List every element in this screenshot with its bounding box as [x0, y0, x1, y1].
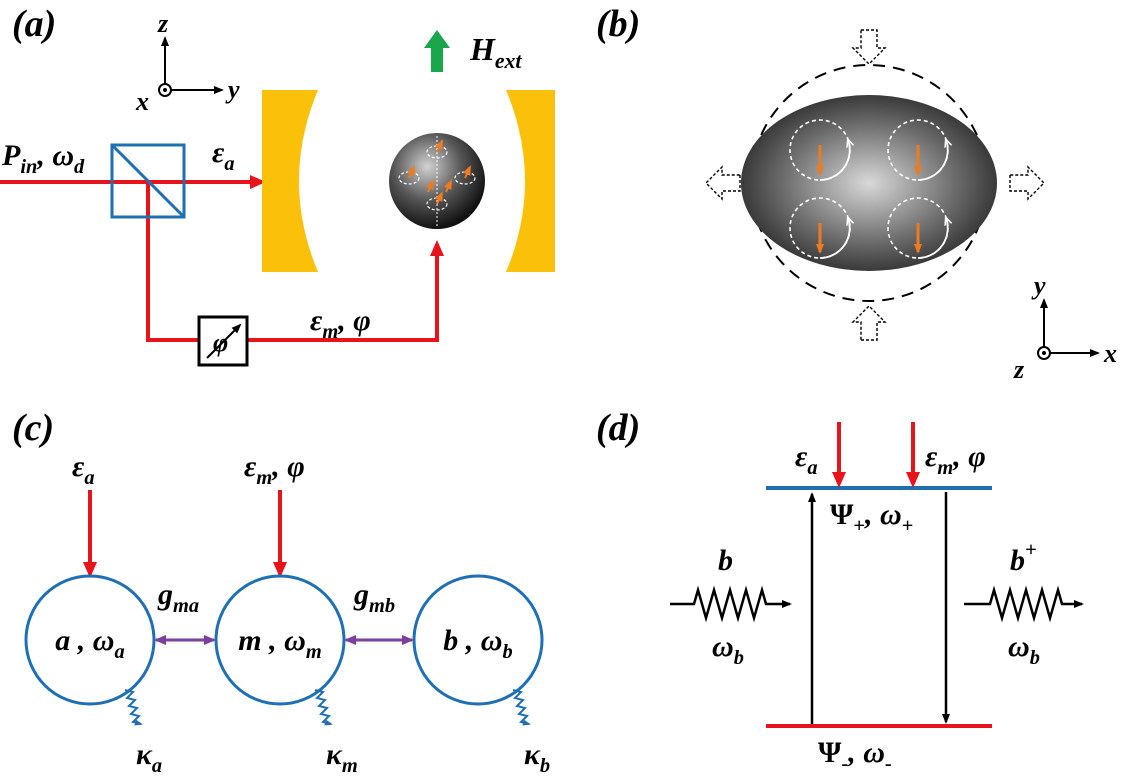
coupling-ma-label: gma	[157, 578, 199, 617]
axis-x-label: x	[135, 87, 149, 116]
panel-b: (b)	[596, 3, 1117, 384]
cavity-drive-label: εa	[212, 136, 235, 175]
spin-arrow-top	[435, 139, 443, 153]
c-drive-a-label: εa	[72, 450, 95, 489]
strain-arrows	[705, 29, 1045, 341]
outgoing-phonon-freq: ωb	[1008, 630, 1040, 669]
incoming-phonon-label: b	[718, 544, 733, 577]
magnon-direction-top-right	[917, 140, 948, 181]
input-power-label: Pin, ωd	[1, 139, 85, 178]
decay-a-icon	[124, 689, 143, 726]
yig-spin-arrows	[407, 139, 471, 205]
field-label: Hext	[469, 31, 522, 73]
lower-level-label: Ψ-, ω-	[818, 736, 892, 775]
stretch-left-arrow-icon	[705, 165, 741, 201]
decay-wiggles	[124, 689, 531, 726]
coupling-mb-label: gmb	[353, 578, 395, 617]
magnon-loops	[789, 119, 948, 259]
decay-a-label: κa	[136, 738, 162, 777]
axes-a: z y x	[135, 9, 240, 116]
spin-arrow-bottom	[435, 191, 443, 205]
axes-b: y x z	[1013, 271, 1117, 384]
incoming-phonon-freq: ωb	[712, 630, 744, 669]
spin-arrow-left	[407, 165, 415, 179]
spin-arrow-center-left	[426, 179, 434, 193]
phonon-springs	[670, 585, 1084, 623]
panel-d: (d) εa εm, φ Ψ+, ω+ Ψ-, ω- b ωb b+ ωb	[596, 407, 1084, 775]
upper-level-label: Ψ+, ω+	[830, 498, 913, 537]
b-axis-y-label: y	[1031, 271, 1046, 300]
decay-b-icon	[512, 689, 531, 726]
outgoing-phonon-label: b+	[1010, 539, 1037, 577]
phase-shifter: φ	[197, 315, 249, 367]
compress-bottom-arrow-icon	[851, 305, 887, 341]
c-drive-m-label: εm, φ	[244, 450, 305, 489]
beam-splitter-box	[110, 143, 186, 219]
axis-y-label: y	[225, 75, 240, 104]
x-axis-dot	[163, 88, 167, 92]
spin-arrow-right	[463, 165, 471, 179]
mode-b-circle	[412, 574, 544, 706]
phase-shifter-arrow	[206, 323, 242, 359]
mode-m-label: m , ωm	[238, 624, 321, 663]
beam-splitter-diagonal	[110, 143, 186, 219]
magnon-spin-arrows	[816, 145, 922, 254]
spin-arrow-center-right	[444, 179, 452, 193]
panel-d-tag: (d)	[596, 407, 640, 449]
left-mirror	[262, 90, 318, 272]
decay-m-label: κm	[326, 738, 358, 777]
axis-z-label: z	[157, 9, 169, 38]
magnon-loop-directions	[819, 140, 948, 259]
incoming-phonon-icon	[670, 585, 792, 623]
panel-b-tag: (b)	[596, 3, 640, 45]
magnon-direction-bottom-right	[917, 218, 948, 259]
beam-splitter	[110, 143, 186, 219]
mode-a-label: a , ωa	[55, 624, 124, 663]
stretch-right-arrow-icon	[1009, 165, 1045, 201]
panel-c-tag: (c)	[12, 407, 54, 449]
magnon-drive-label: εm, φ	[310, 304, 371, 343]
magnon-direction-top-left	[819, 140, 850, 181]
b-axis-z-label: z	[1013, 355, 1025, 384]
field-arrow-icon	[424, 30, 450, 72]
phase-shifter-label: φ	[213, 328, 228, 357]
d-drive-a-label: εa	[795, 440, 818, 479]
magnon-drive-path-1	[146, 182, 200, 342]
yig-sphere	[389, 133, 485, 229]
outgoing-phonon-icon	[964, 585, 1084, 623]
external-field: Hext	[424, 30, 522, 73]
decay-b-label: κb	[524, 738, 550, 777]
panel-c: (c) εa εm, φ a , ωa m , ωm b , ωb gma gm…	[12, 407, 550, 777]
panel-a-tag: (a)	[12, 3, 56, 45]
right-mirror	[506, 90, 555, 272]
d-drive-m-label: εm, φ	[925, 440, 986, 479]
compress-top-arrow-icon	[851, 29, 887, 65]
magnon-direction-bottom-left	[819, 218, 850, 259]
decay-m-icon	[314, 689, 333, 726]
b-axis-x-label: x	[1103, 339, 1117, 368]
panel-a: (a) z y x Hext Pin, ωd εa	[0, 3, 555, 367]
deformed-ellipsoid	[741, 95, 997, 271]
b-z-axis-dot	[1042, 351, 1046, 355]
magnon-drive-path-2	[248, 240, 444, 342]
mode-b-label: b , ωb	[443, 624, 512, 663]
